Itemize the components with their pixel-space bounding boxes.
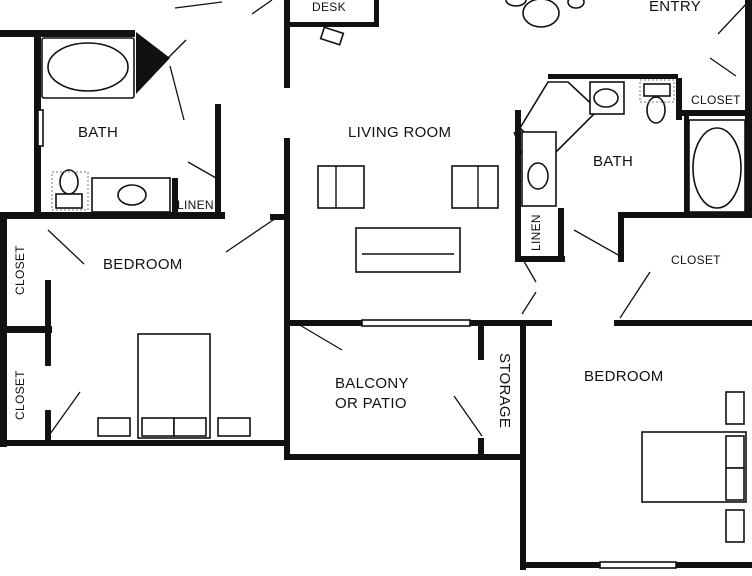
sofa	[355, 227, 461, 273]
label-bedroom-left: BEDROOM	[103, 256, 183, 273]
desk-chair	[319, 26, 345, 46]
nightstand-right-b	[725, 509, 745, 543]
label-closet-top-right: CLOSET	[691, 93, 741, 107]
label-storage: STORAGE	[496, 353, 513, 428]
toilet-right	[646, 96, 666, 124]
label-bath-right: BATH	[593, 153, 633, 170]
room-labels: ENTRY DESK LIVING ROOM BATH BATH LINEN L…	[13, 0, 741, 428]
label-linen-left: LINEN	[177, 198, 214, 212]
living-room-furniture	[317, 0, 585, 273]
label-bedroom-right: BEDROOM	[584, 368, 664, 385]
left-bedroom-furniture	[97, 333, 251, 439]
right-bath-fixtures	[518, 79, 746, 213]
label-balcony-line1: BALCONY	[335, 375, 409, 392]
nightstand-left-a	[97, 417, 131, 437]
nightstand-right-a	[725, 391, 745, 425]
label-linen-right: LINEN	[529, 214, 543, 251]
label-closet-right: CLOSET	[671, 253, 721, 267]
nightstand-left-b	[217, 417, 251, 437]
label-closet-left-top: CLOSET	[13, 245, 27, 295]
windows	[37, 109, 677, 569]
label-living-room: LIVING ROOM	[348, 124, 451, 141]
label-desk: DESK	[312, 0, 346, 14]
label-closet-left-bottom: CLOSET	[13, 370, 27, 420]
doors	[47, 0, 749, 437]
label-balcony-line2: OR PATIO	[335, 395, 407, 412]
left-bath-fixtures	[41, 32, 187, 213]
label-entry: ENTRY	[649, 0, 701, 15]
toilet-left	[59, 169, 79, 195]
right-bedroom-furniture	[641, 391, 747, 543]
dining-table	[522, 0, 560, 28]
armchair-left	[317, 165, 365, 209]
label-bath-left: BATH	[78, 124, 118, 141]
armchair-right	[451, 165, 499, 209]
